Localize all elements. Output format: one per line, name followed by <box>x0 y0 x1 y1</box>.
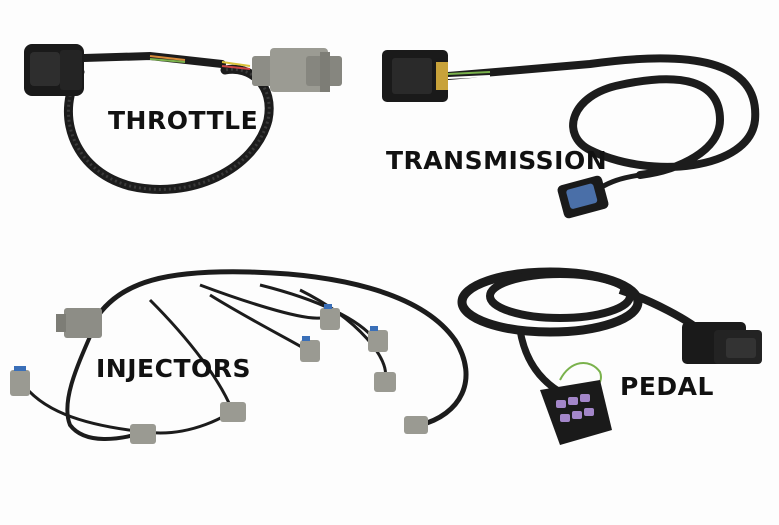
injector-plug-tabs <box>14 304 378 371</box>
pedal-black-connector <box>682 322 762 364</box>
transmission-plug <box>557 175 609 219</box>
transmission-label: TRANSMISSION <box>386 146 608 175</box>
throttle-gray-connector <box>252 48 342 92</box>
throttle-label: THROTTLE <box>108 106 259 135</box>
injector-harness <box>10 269 469 444</box>
injector-main-connector <box>56 308 102 338</box>
transmission-harness <box>382 50 760 219</box>
injector-plugs <box>10 308 428 444</box>
throttle-black-connector <box>24 44 84 96</box>
pedal-plug <box>540 380 612 445</box>
transmission-black-connector <box>382 50 448 102</box>
throttle-harness <box>24 44 342 194</box>
pedal-label: PEDAL <box>620 372 714 401</box>
pedal-harness <box>457 267 762 445</box>
injectors-label: INJECTORS <box>96 354 252 383</box>
